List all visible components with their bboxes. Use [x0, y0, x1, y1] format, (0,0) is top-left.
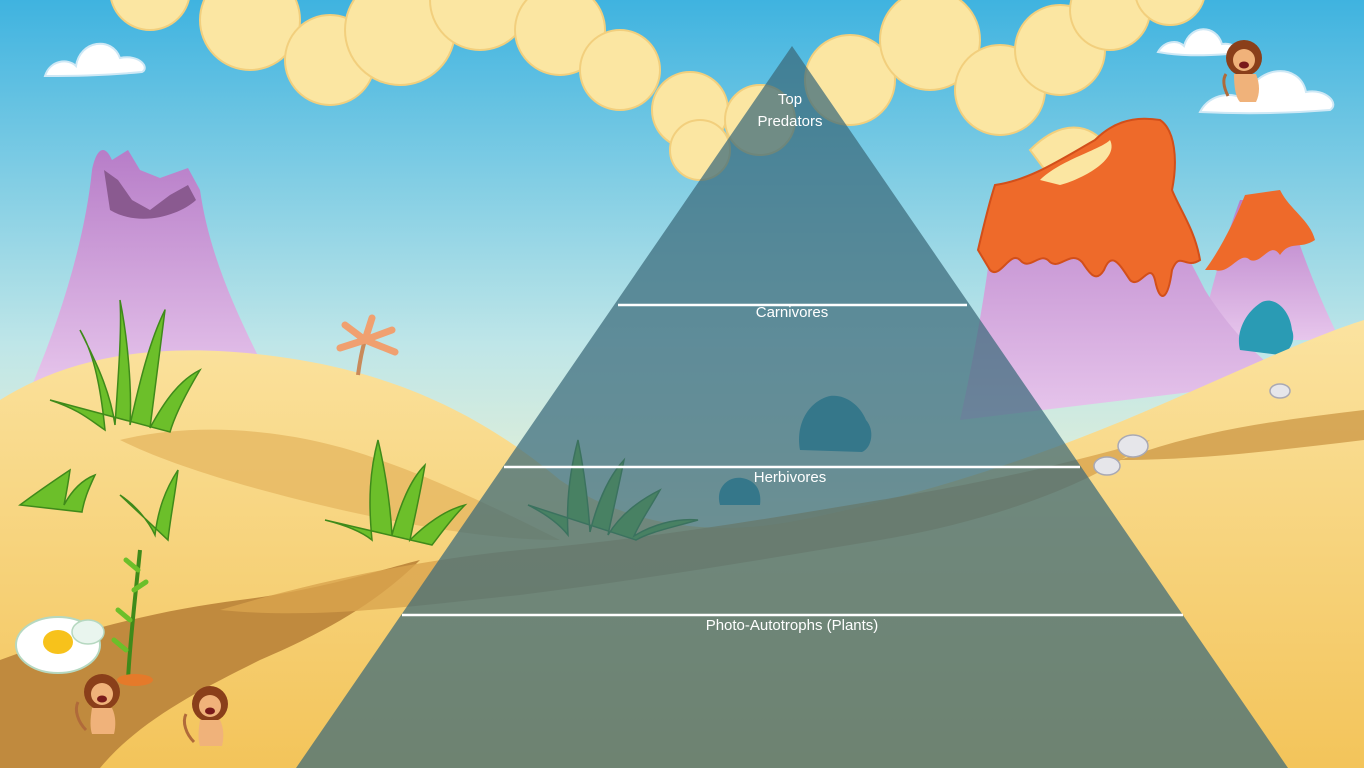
level-label-carnivores: Carnivores [755, 304, 829, 321]
smoke-cloud-icon [110, 0, 1205, 192]
flower-icon [15, 549, 153, 686]
food-pyramid [296, 46, 1288, 768]
level-label-top-predators: Top Predators [757, 91, 823, 130]
cloud-icon [43, 28, 1335, 115]
stone-icon [1093, 383, 1291, 476]
volcano-left-icon [30, 149, 270, 390]
palm-tree-icon [336, 314, 399, 376]
lion-icon [74, 40, 1262, 746]
volcano-right-icon [960, 117, 1340, 420]
level-label-herbivores: Herbivores [753, 469, 827, 486]
level-label-photo-autotrophs: Photo-Autotrophs (Plants) [705, 617, 879, 634]
